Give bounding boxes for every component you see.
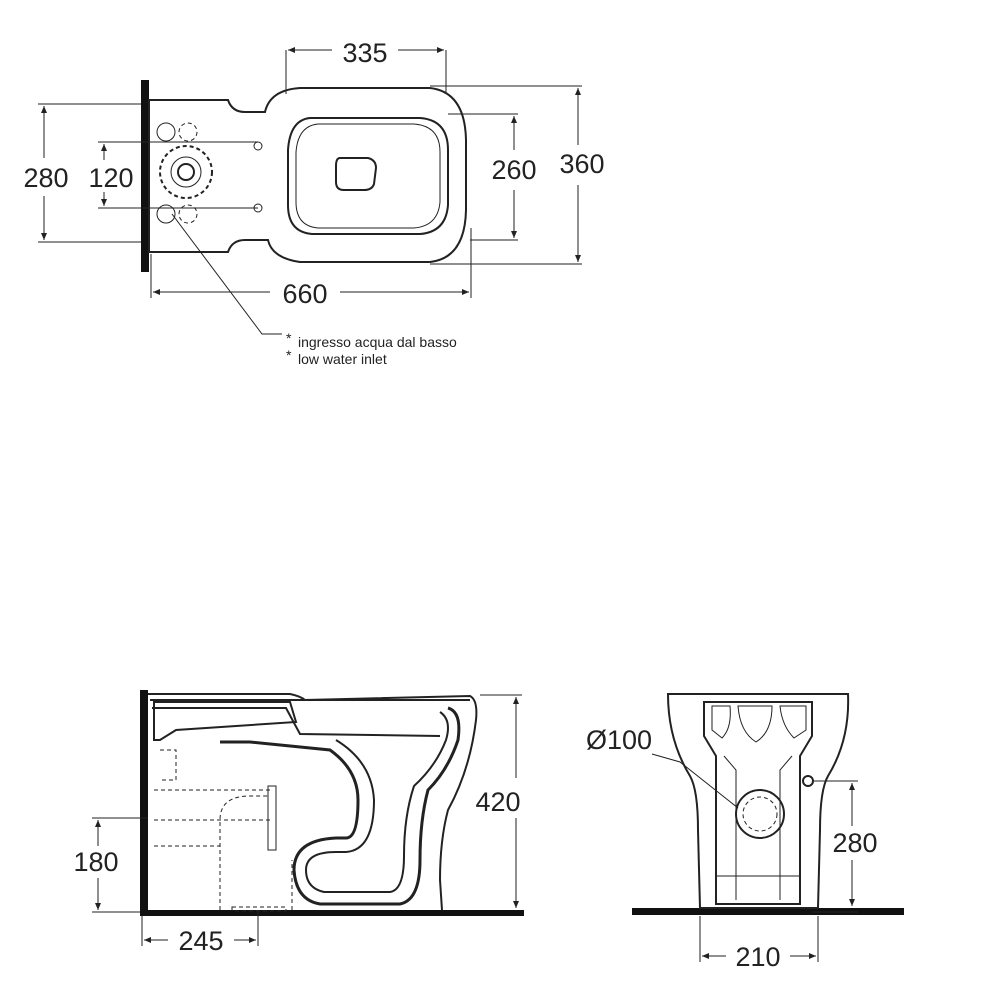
side-floor: [140, 910, 524, 916]
side-trap-inner: [304, 711, 449, 893]
top-seat-inner: [295, 123, 441, 229]
top-body-outline: [148, 87, 467, 263]
dim-label-335: 335: [342, 38, 387, 68]
dim-label-420: 420: [475, 787, 520, 817]
top-wall: [141, 80, 149, 272]
note-line-2: low water inlet: [298, 351, 387, 367]
dim-label-120: 120: [88, 163, 133, 193]
top-bowl-hole: [335, 157, 378, 191]
side-rear-block: [153, 701, 298, 741]
top-inlet-inner: [170, 156, 202, 188]
diameter-leader: [651, 753, 739, 809]
side-seat: [150, 699, 470, 737]
note-leader: [171, 213, 282, 335]
side-outlet-dashed: [154, 789, 293, 910]
dim-label-660: 660: [282, 279, 327, 309]
rear-body-outline: [666, 693, 850, 909]
dim-label-260: 260: [491, 155, 536, 185]
side-body-outline: [148, 693, 478, 911]
dim-label-diameter: Ø100: [586, 725, 652, 755]
side-wall: [140, 690, 148, 916]
top-inlet-ul: [156, 122, 176, 142]
rear-view: Ø100 280 210: [586, 693, 904, 972]
top-bolt-hole-upper: [253, 141, 263, 151]
top-inlet-ll: [156, 204, 176, 224]
top-inlet-lr: [178, 204, 198, 224]
note-marker-1: *: [286, 330, 292, 346]
dim-label-180: 180: [73, 847, 118, 877]
rear-lobes: [711, 705, 807, 743]
top-seat-outline: [287, 117, 449, 235]
rear-outlet-dashed: [742, 796, 778, 832]
top-inlet-center: [159, 145, 213, 199]
note-marker-2: *: [286, 347, 292, 363]
note-line-1: ingresso acqua dal basso: [298, 334, 457, 350]
side-view: 420 180 245: [73, 690, 524, 956]
side-trap: [220, 706, 461, 906]
top-view: 335 360 260 280 120 660 * ingre: [23, 38, 604, 367]
rear-floor: [632, 908, 904, 915]
rear-inner-channel: [716, 755, 800, 900]
top-inlet-core: [177, 163, 195, 181]
rear-side-bolt: [802, 775, 814, 787]
dim-label-280-rear: 280: [832, 828, 877, 858]
dim-label-245: 245: [178, 926, 223, 956]
dim-label-210: 210: [735, 942, 780, 972]
rear-inner-frame: [703, 701, 813, 905]
top-inlet-ur: [178, 122, 198, 142]
dim-label-360: 360: [559, 149, 604, 179]
rear-outlet-circle: [735, 789, 785, 839]
dim-label-280-top: 280: [23, 163, 68, 193]
